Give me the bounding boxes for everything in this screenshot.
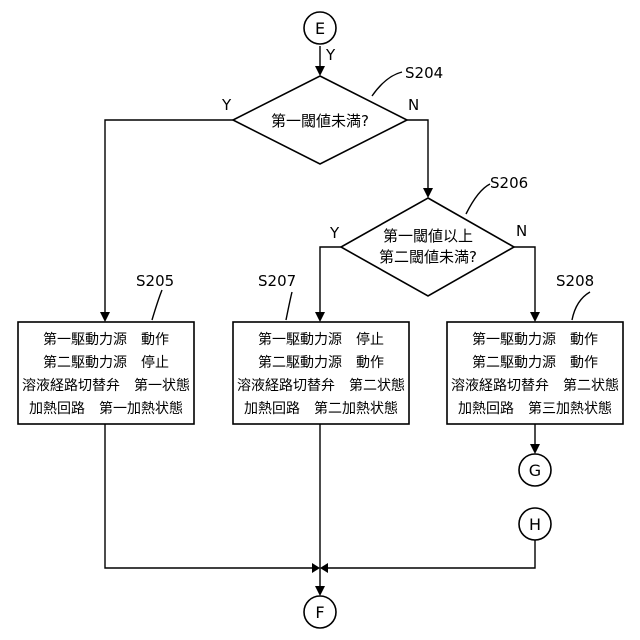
connector-g-label: G xyxy=(529,461,541,480)
step-label-s207: S207 xyxy=(258,272,296,290)
arrowhead-s206 xyxy=(423,188,433,198)
process-s208-line-3: 溶液経路切替弁 第二状態 xyxy=(451,377,619,394)
connector-f-label: F xyxy=(315,603,324,622)
connector-f: F xyxy=(304,596,336,628)
connector-e: E xyxy=(304,12,336,44)
s206-no-label: N xyxy=(516,222,527,240)
arrowhead-s208 xyxy=(530,312,540,322)
process-s205-line-4: 加熱回路 第一加熱状態 xyxy=(29,400,183,417)
arrowhead-f xyxy=(315,586,325,596)
connector-h: H xyxy=(519,508,551,540)
process-s208-line-2: 第二駆動力源 動作 xyxy=(472,354,598,371)
process-s205-line-2: 第二駆動力源 停止 xyxy=(43,354,169,371)
leader-s208 xyxy=(572,292,590,320)
s204-entry-yes-label: Y xyxy=(325,46,336,64)
process-s205-line-1: 第一駆動力源 動作 xyxy=(43,331,169,348)
decision-s204: 第一閾値未満? xyxy=(233,76,407,164)
process-s208-line-4: 加熱回路 第三加熱状態 xyxy=(458,400,612,417)
leader-s207 xyxy=(286,292,292,320)
process-s207-line-4: 加熱回路 第二加熱状態 xyxy=(244,400,398,417)
step-label-s205: S205 xyxy=(136,272,174,290)
process-s208: 第一駆動力源 動作 第二駆動力源 動作 溶液経路切替弁 第二状態 加熱回路 第三… xyxy=(447,322,623,424)
decision-s206-line-2: 第二閾値未満? xyxy=(379,248,477,266)
arrowhead-s207 xyxy=(315,312,325,322)
process-s205-line-3: 溶液経路切替弁 第一状態 xyxy=(22,377,190,394)
leader-s205 xyxy=(152,290,162,320)
s206-yes-label: Y xyxy=(329,224,340,242)
process-s208-line-1: 第一駆動力源 動作 xyxy=(472,331,598,348)
leader-s206 xyxy=(466,184,490,214)
edge-s205-merge xyxy=(105,424,313,568)
edge-h-merge xyxy=(327,540,535,568)
step-label-s204: S204 xyxy=(405,64,443,82)
arrowhead-s205 xyxy=(100,312,110,322)
edge-s206-yes xyxy=(320,247,341,314)
connector-h-label: H xyxy=(529,515,541,534)
leader-s204 xyxy=(372,72,402,96)
process-s207-line-1: 第一駆動力源 停止 xyxy=(258,331,384,348)
decision-s206-line-1: 第一閾値以上 xyxy=(383,227,473,245)
process-s207-line-3: 溶液経路切替弁 第二状態 xyxy=(237,377,405,394)
process-s205: 第一駆動力源 動作 第二駆動力源 停止 溶液経路切替弁 第一状態 加熱回路 第一… xyxy=(18,322,194,424)
arrowhead-merge-right xyxy=(320,563,328,573)
s204-yes-label: Y xyxy=(221,96,232,114)
connector-e-label: E xyxy=(315,19,325,38)
arrowhead-g xyxy=(530,444,540,454)
process-s207-line-2: 第二駆動力源 動作 xyxy=(258,354,384,371)
process-s207: 第一駆動力源 停止 第二駆動力源 動作 溶液経路切替弁 第二状態 加熱回路 第二… xyxy=(233,322,409,424)
edge-s204-no xyxy=(407,120,428,190)
arrowhead-s204 xyxy=(315,66,325,76)
step-label-s206: S206 xyxy=(490,174,528,192)
edge-s206-no xyxy=(514,247,535,314)
step-label-s208: S208 xyxy=(556,272,594,290)
decision-s204-text: 第一閾値未満? xyxy=(271,112,369,130)
connector-g: G xyxy=(519,454,551,486)
decision-s206: 第一閾値以上 第二閾値未満? xyxy=(341,198,514,296)
s204-no-label: N xyxy=(408,96,419,114)
arrowhead-merge-left xyxy=(312,563,320,573)
